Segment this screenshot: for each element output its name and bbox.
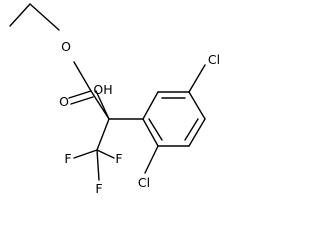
bond-c-f3 <box>96 149 100 181</box>
ring-bond-6 <box>142 118 159 147</box>
chlorine-2-label: Cl <box>138 175 150 190</box>
fluorine-1-label: F <box>64 151 71 166</box>
ring-double-2 <box>184 118 199 141</box>
chlorine-1-label: Cl <box>208 52 220 67</box>
bond-quaternary-cf3 <box>96 118 110 151</box>
bond-carbonyl-double-2 <box>70 96 94 105</box>
ring-double-3 <box>148 118 163 141</box>
fluorine-2-label: F <box>115 151 122 166</box>
bond-carbonyl-double-1 <box>68 90 92 99</box>
hydroxyl-label: OH <box>93 82 112 97</box>
ring-bond-3 <box>188 91 206 120</box>
molecule-drawing: O O OH F F F Cl Cl <box>9 3 220 196</box>
bond-c-f1 <box>73 149 98 159</box>
bond-o-carbonyl <box>73 61 92 92</box>
carbonyl-oxygen-label: O <box>59 94 69 109</box>
ring-bond-1 <box>142 91 159 120</box>
fluorine-3-label: F <box>95 181 102 196</box>
bond-ring-cl2 <box>144 145 159 174</box>
bond-ch2-o <box>29 3 60 31</box>
bond-ch3-ch2 <box>9 3 31 27</box>
bond-quaternary-oh <box>95 90 110 120</box>
structure-diagram: O O OH F F F Cl Cl <box>9 3 220 196</box>
bond-ring-cl1 <box>188 64 206 93</box>
ring-bond-4 <box>188 118 206 147</box>
bond-c-f2 <box>96 149 115 159</box>
bond-carbonyl-quaternary <box>90 90 110 120</box>
ester-oxygen-label: O <box>61 39 71 54</box>
